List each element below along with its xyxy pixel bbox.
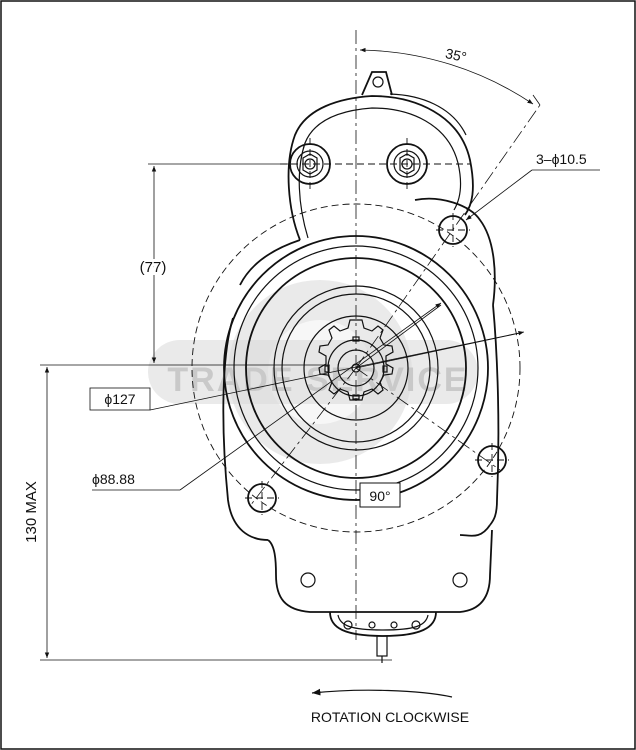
dimension-130: 130 MAX	[23, 364, 392, 661]
dia-88-label: ϕ88.88	[92, 471, 135, 487]
angle-90-callout: 90°	[359, 482, 401, 508]
dia-127-callout: ϕ127	[89, 330, 525, 411]
housing	[223, 235, 489, 501]
watermark-text: TRADE SERVICE	[167, 361, 468, 399]
top-bracket	[280, 71, 474, 241]
bolt-circle	[191, 203, 521, 533]
mounting-flange	[222, 197, 500, 663]
mounting-holes	[245, 213, 509, 515]
angle-35-dimension: 35°	[359, 45, 541, 106]
dimension-77-label: (77)	[140, 259, 167, 276]
dia-127-label: ϕ127	[104, 391, 135, 407]
rotation-indicator: ROTATION CLOCKWISE	[311, 688, 469, 725]
holes-label: 3–ϕ10.5	[536, 151, 587, 167]
angle-90-label: 90°	[369, 488, 390, 504]
dimension-77: (77)	[137, 163, 330, 366]
holes-callout: 3–ϕ10.5	[465, 151, 600, 221]
dimension-130-label: 130 MAX	[23, 481, 40, 543]
rotation-arrow-icon	[311, 688, 453, 698]
rotation-label: ROTATION CLOCKWISE	[311, 709, 469, 725]
angle-35-label: 35°	[444, 45, 468, 65]
dia-88-callout: ϕ88.88	[92, 302, 442, 491]
